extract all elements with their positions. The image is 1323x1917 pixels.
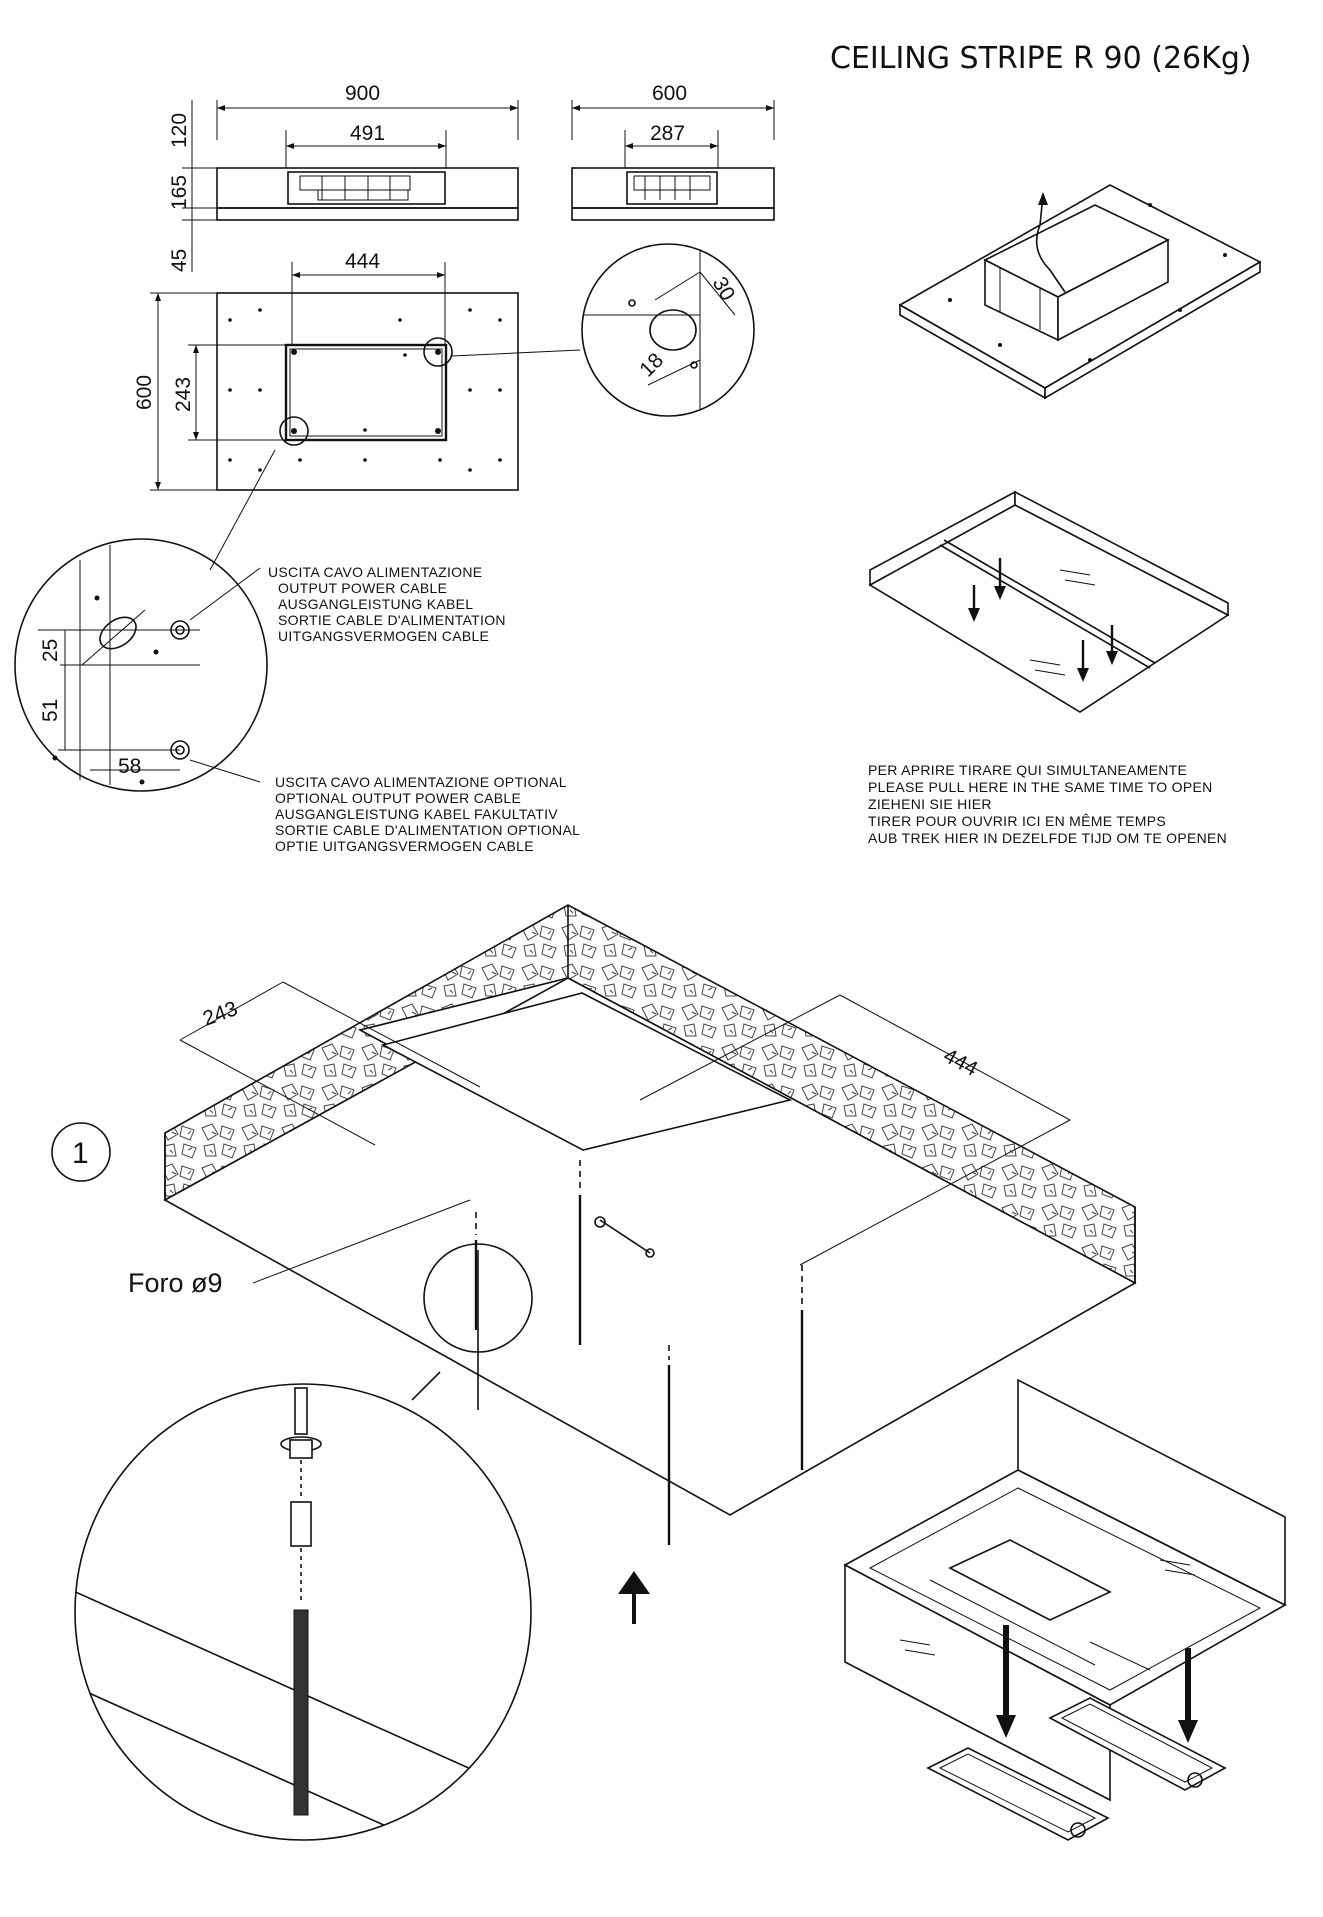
open-note-line: PER APRIRE TIRARE QUI SIMULTANEAMENTE <box>868 762 1187 778</box>
filter-removal-diagram <box>843 1378 1287 1841</box>
cable-note-line: SORTIE CABLE D'ALIMENTATION OPTIONAL <box>275 822 580 838</box>
front-width-label: 900 <box>345 82 380 105</box>
cable-note-line: USCITA CAVO ALIMENTAZIONE OPTIONAL <box>275 774 567 790</box>
ceiling-isometric: 243 444 <box>163 904 1137 1624</box>
anchor-rods <box>474 1160 804 1545</box>
open-note-line: AUB TREK HIER IN DEZELFDE TIJD OM TE OPE… <box>868 830 1227 846</box>
open-note-line: PLEASE PULL HERE IN THE SAME TIME TO OPE… <box>868 779 1213 795</box>
cable-b-label: 51 <box>39 699 62 722</box>
hole-label: Foro ø9 <box>128 1268 223 1298</box>
open-note-line: TIRER POUR OUVRIR ICI EN MÊME TEMPS <box>868 813 1166 829</box>
cable-a-label: 25 <box>39 639 62 662</box>
cable-note-line: OUTPUT POWER CABLE <box>278 580 447 596</box>
front-elevation-view: 900 491 <box>216 82 519 221</box>
open-instructions: PER APRIRE TIRARE QUI SIMULTANEAMENTE PL… <box>868 762 1227 846</box>
anchor-detail-circle <box>74 1383 532 1841</box>
h-bottom-label: 45 <box>168 249 191 272</box>
front-inner-label: 491 <box>350 122 385 145</box>
corner-detail-circle: 30 18 <box>581 243 755 417</box>
plan-inner-height-label: 243 <box>172 377 195 412</box>
side-width-label: 600 <box>652 82 687 105</box>
pull-arrows <box>968 558 1118 682</box>
hole-callout: Foro ø9 <box>128 1199 533 1410</box>
cable-note-line: AUSGANGLEISTUNG KABEL <box>278 596 473 612</box>
step-number: 1 <box>72 1137 89 1170</box>
cable-c-label: 58 <box>118 755 141 778</box>
cable-note-line: OPTIE UITGANGSVERMOGEN CABLE <box>275 838 534 854</box>
cable-optional-notes: USCITA CAVO ALIMENTAZIONE OPTIONAL OPTIO… <box>275 774 580 854</box>
sheet-title: CEILING STRIPE R 90 (26Kg) <box>830 41 1252 76</box>
cable-note-line: USCITA CAVO ALIMENTAZIONE <box>268 564 482 580</box>
panel-open-diagram <box>868 490 1230 713</box>
plan-view: 444 600 243 <box>133 250 581 571</box>
cable-note-line: UITGANGSVERMOGEN CABLE <box>278 628 489 644</box>
cable-note-line: SORTIE CABLE D'ALIMENTATION <box>278 612 506 628</box>
cable-detail-circle: 25 51 58 <box>14 538 268 792</box>
h-mid-label: 165 <box>168 175 191 210</box>
side-elevation-view: 600 287 <box>571 82 775 221</box>
side-inner-label: 287 <box>650 122 685 145</box>
cable-note-line: AUSGANGLEISTUNG KABEL FAKULTATIV <box>275 806 558 822</box>
height-dimensions: 120 165 45 <box>168 100 217 272</box>
lift-arrow-icon <box>618 1571 650 1624</box>
plan-inner-width-label: 444 <box>345 250 380 273</box>
iso-a-label: 243 <box>200 997 241 1031</box>
detail-a-label: 30 <box>708 273 740 305</box>
detail-b-label: 18 <box>635 349 668 382</box>
step-indicator: 1 <box>51 1122 111 1182</box>
plan-height-label: 600 <box>133 375 156 410</box>
cable-note-line: OPTIONAL OUTPUT POWER CABLE <box>275 790 521 806</box>
h-top-label: 120 <box>168 113 191 148</box>
open-note-line: ZIEHENI SIE HIER <box>868 796 992 812</box>
cable-output-notes: USCITA CAVO ALIMENTAZIONE OUTPUT POWER C… <box>268 564 506 644</box>
iso-b-label: 444 <box>940 1044 982 1081</box>
iso-hood-unit <box>898 184 1262 400</box>
